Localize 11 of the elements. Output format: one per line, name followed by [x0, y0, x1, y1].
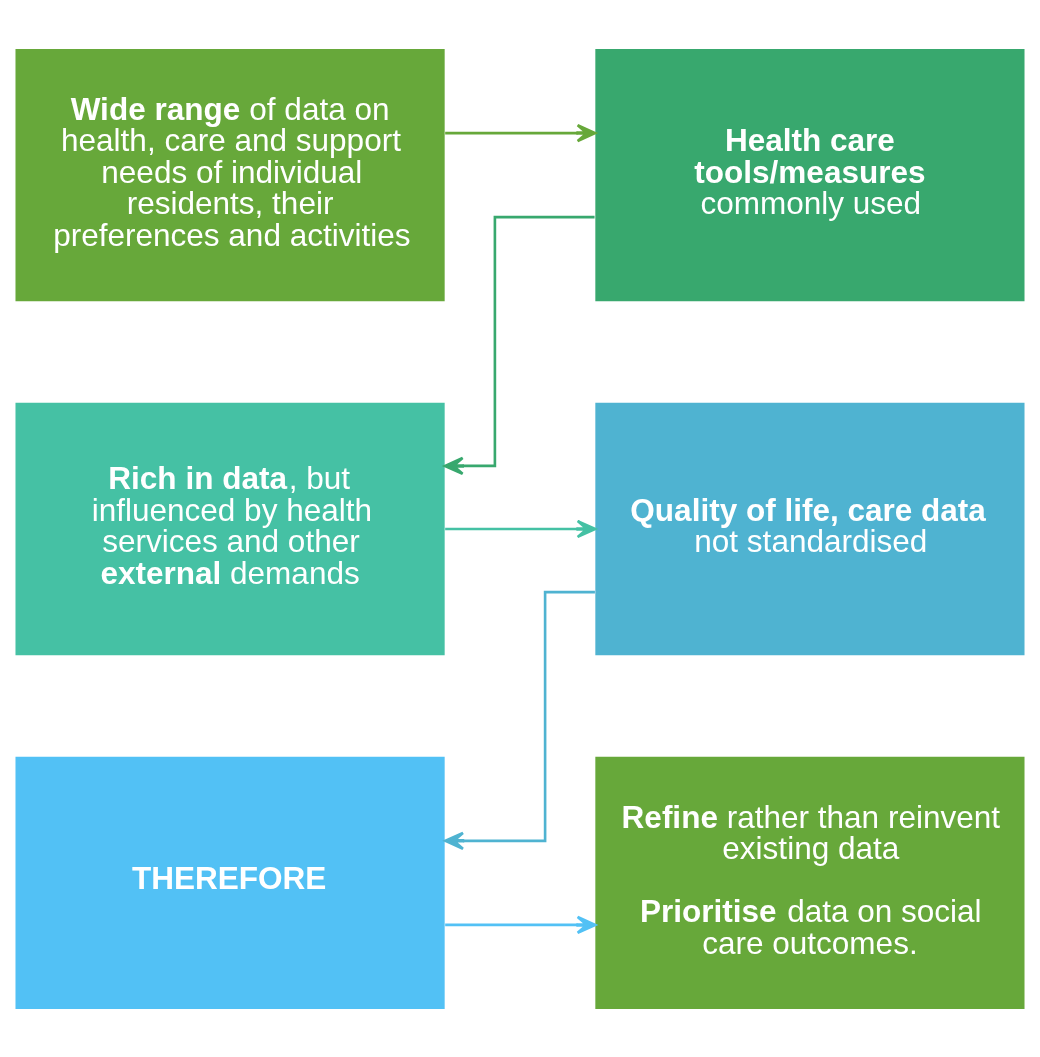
arrow [444, 590, 595, 850]
node-box: Health care tools/measures commonly used [595, 48, 1025, 301]
arrow [445, 915, 597, 934]
node-box: Refine rather than reinvent existing data Prioritise data on social care outcomes. [595, 756, 1025, 1009]
node-box: THEREFORE [15, 756, 445, 1009]
arrow [445, 519, 597, 538]
node-box: Wide range of data on health, care and support needs of individual residents, their preferences and activities [15, 48, 445, 301]
node-box: Quality of life, care data not standardised [595, 402, 1025, 655]
arrow [443, 215, 595, 475]
node-box: Rich in data, but influenced by health services and other external demands [15, 402, 445, 655]
arrow [445, 123, 597, 142]
